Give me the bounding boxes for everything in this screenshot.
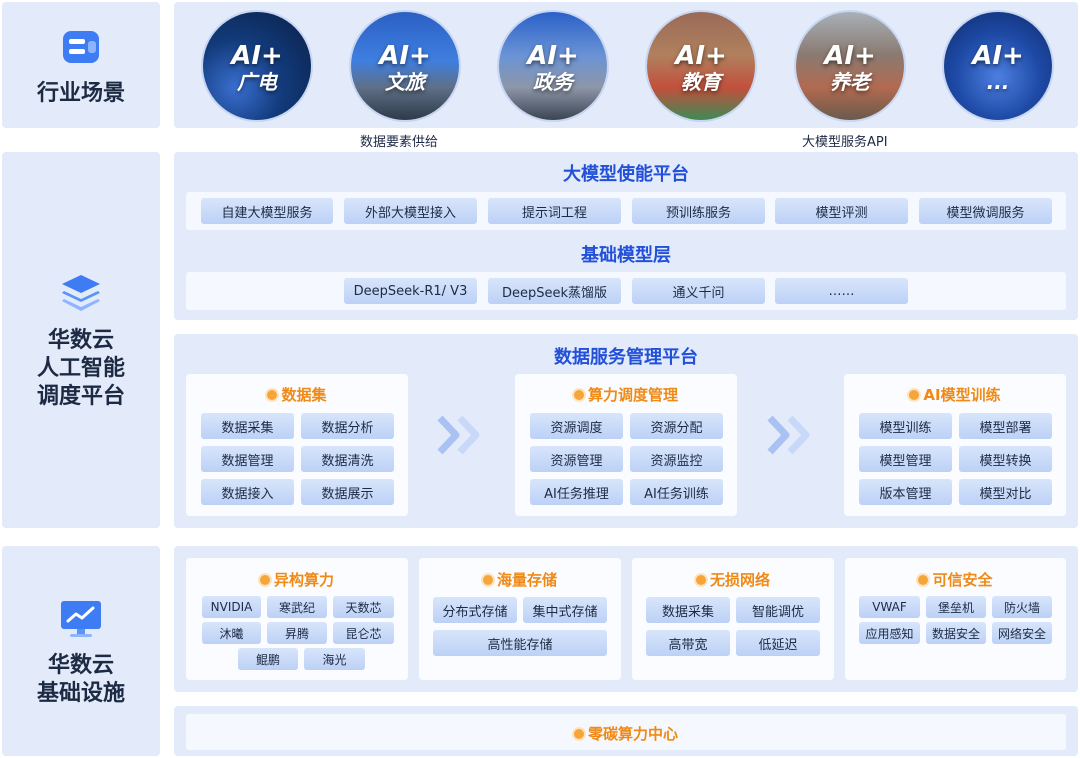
monitor-chart-icon [56, 594, 106, 644]
scene-education[interactable]: AI+ 教育 [645, 10, 757, 122]
base-model-chip[interactable]: …… [775, 278, 908, 304]
scene-elderly-care-image [796, 12, 904, 120]
scene-broadcast-image [203, 12, 311, 120]
compute-item[interactable]: 昆仑芯 [333, 622, 394, 644]
scene-government-image [499, 12, 607, 120]
compute-item[interactable]: 昇腾 [267, 622, 327, 644]
compute-item[interactable]: 寒武纪 [267, 596, 327, 618]
scheduling-item[interactable]: 资源分配 [630, 413, 723, 439]
service-chip[interactable]: 模型评测 [775, 198, 908, 224]
service-chip[interactable]: 提示词工程 [488, 198, 621, 224]
security-item[interactable]: VWAF [859, 596, 920, 618]
scheduling-item[interactable]: 资源调度 [530, 413, 623, 439]
platform-label-panel: 华数云 人工智能 调度平台 [2, 152, 160, 528]
industry-scene-label: 行业场景 [36, 81, 125, 106]
dataset-item[interactable]: 数据管理 [201, 446, 294, 472]
scene-panel [174, 2, 1078, 128]
security-card-title: 可信安全 [845, 569, 1066, 590]
compute-item[interactable]: 天数芯 [333, 596, 394, 618]
dataset-item[interactable]: 数据分析 [301, 413, 394, 439]
bullet-dot-icon [573, 389, 584, 400]
caption-model-api: 大模型服务API [802, 135, 888, 150]
dataset-item[interactable]: 数据清洗 [301, 446, 394, 472]
scene-tourism[interactable]: AI+ 文旅 [349, 10, 461, 122]
base-model-chip[interactable]: DeepSeek蒸馏版 [488, 278, 621, 304]
bullet-dot-icon [259, 574, 270, 585]
security-item[interactable]: 堡垒机 [926, 596, 986, 618]
dataset-item[interactable]: 数据采集 [201, 413, 294, 439]
scene-government[interactable]: AI+ 政务 [497, 10, 609, 122]
storage-item[interactable]: 集中式存储 [523, 597, 607, 623]
security-item[interactable]: 应用感知 [859, 622, 920, 644]
training-item[interactable]: 版本管理 [859, 479, 952, 505]
training-item[interactable]: 模型训练 [859, 413, 952, 439]
storage-card-title: 海量存储 [419, 569, 621, 590]
dataset-item[interactable]: 数据接入 [201, 479, 294, 505]
bullet-dot-icon [909, 389, 920, 400]
scene-education-image [647, 12, 755, 120]
chevrons-right-icon [767, 415, 810, 455]
network-item[interactable]: 数据采集 [646, 597, 730, 623]
scene-more[interactable]: AI+ ... [942, 10, 1054, 122]
bullet-dot-icon [267, 389, 278, 400]
training-item[interactable]: 模型对比 [959, 479, 1052, 505]
scene-elderly-care[interactable]: AI+ 养老 [794, 10, 906, 122]
chevrons-right-icon [437, 415, 480, 455]
storage-item[interactable]: 高性能存储 [433, 630, 607, 656]
security-item[interactable]: 数据安全 [926, 622, 986, 644]
bullet-dot-icon [482, 574, 493, 585]
security-item[interactable]: 网络安全 [992, 622, 1052, 644]
network-item[interactable]: 高带宽 [646, 630, 730, 656]
scheduling-item[interactable]: 资源监控 [630, 446, 723, 472]
compute-scheduling-card-title: 算力调度管理 [515, 384, 737, 405]
app-icon [56, 22, 106, 72]
service-chip[interactable]: 自建大模型服务 [201, 198, 333, 224]
model-training-card-title: AI模型训练 [844, 384, 1066, 405]
dataset-item[interactable]: 数据展示 [301, 479, 394, 505]
scheduling-item[interactable]: 资源管理 [530, 446, 623, 472]
service-chip[interactable]: 模型微调服务 [919, 198, 1052, 224]
network-card-title: 无损网络 [632, 569, 834, 590]
dataset-card-title: 数据集 [186, 384, 408, 405]
data-platform-title: 数据服务管理平台 [554, 347, 698, 368]
training-item[interactable]: 模型转换 [959, 446, 1052, 472]
scene-more-image [944, 12, 1052, 120]
base-model-strip [186, 272, 1066, 310]
model-platform-title: 大模型使能平台 [563, 164, 689, 185]
bullet-dot-icon [573, 728, 584, 739]
scheduling-item[interactable]: AI任务训练 [630, 479, 723, 505]
service-chip[interactable]: 外部大模型接入 [344, 198, 477, 224]
compute-item[interactable]: 鲲鹏 [238, 648, 298, 670]
compute-item[interactable]: NVIDIA [202, 596, 261, 618]
network-item[interactable]: 智能调优 [736, 597, 820, 623]
infra-label: 华数云 基础设施 [36, 653, 125, 706]
storage-item[interactable]: 分布式存储 [433, 597, 517, 623]
datacenter-title: 零碳算力中心 [186, 723, 1066, 744]
compute-card-title: 异构算力 [186, 569, 408, 590]
scene-tourism-image [351, 12, 459, 120]
scene-broadcast[interactable]: AI+ 广电 [201, 10, 313, 122]
platform-label: 华数云 人工智能 调度平台 [36, 328, 125, 409]
security-item[interactable]: 防火墙 [992, 596, 1052, 618]
industry-label-panel: 行业场景 [2, 2, 160, 128]
bullet-dot-icon [918, 574, 929, 585]
training-item[interactable]: 模型部署 [959, 413, 1052, 439]
service-chip[interactable]: 预训练服务 [632, 198, 765, 224]
bullet-dot-icon [695, 574, 706, 585]
training-item[interactable]: 模型管理 [859, 446, 952, 472]
datacenter-strip [186, 714, 1066, 750]
compute-item[interactable]: 沐曦 [202, 622, 261, 644]
layers-icon [56, 269, 106, 319]
caption-data-supply: 数据要素供给 [360, 135, 439, 150]
base-model-chip[interactable]: DeepSeek-R1/ V3 [344, 278, 477, 304]
network-item[interactable]: 低延迟 [736, 630, 820, 656]
security-card [845, 558, 1066, 680]
base-model-chip[interactable]: 通义千问 [632, 278, 765, 304]
base-model-title: 基础模型层 [581, 245, 671, 266]
scheduling-item[interactable]: AI任务推理 [530, 479, 623, 505]
infra-label-panel: 华数云 基础设施 [2, 546, 160, 756]
compute-item[interactable]: 海光 [304, 648, 365, 670]
